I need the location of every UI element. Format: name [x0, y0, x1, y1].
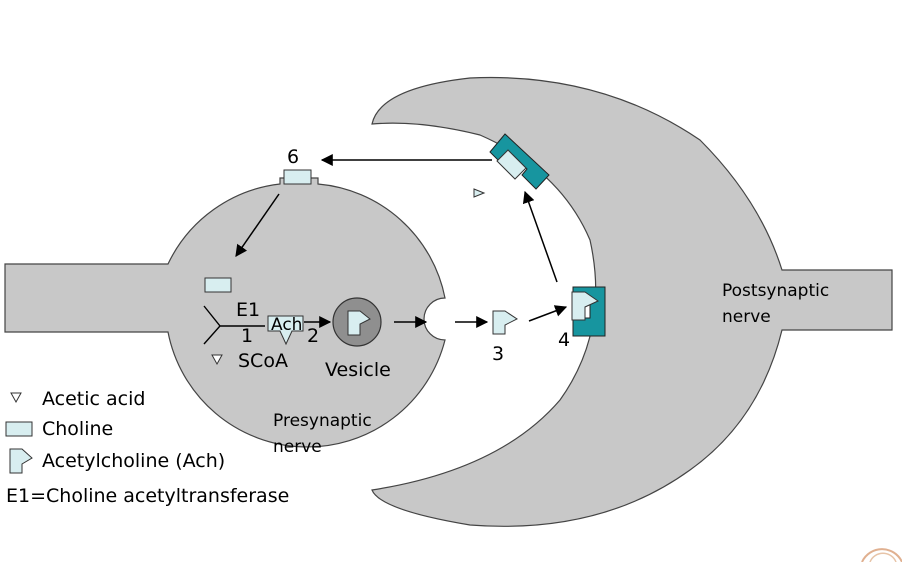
- ach-in-cleft: [492, 310, 518, 335]
- postsynaptic-nerve: [371, 76, 893, 527]
- ach-molecule: [267, 315, 304, 346]
- arrow-to-esterase: [522, 190, 558, 283]
- postsynaptic-label-line2: nerve: [722, 307, 771, 327]
- acetic-acid-marker: [211, 354, 223, 366]
- step-1-label: 1: [241, 325, 253, 347]
- legend-enzyme-definition: E1=Choline acetyltransferase: [6, 485, 289, 507]
- arrow-choline-in: [235, 193, 280, 257]
- ach-label: Ach: [271, 315, 302, 335]
- bound-ach: [571, 291, 600, 321]
- acetic-acid-cleft: [473, 188, 486, 198]
- postsynaptic-label-line1: Postsynaptic: [722, 281, 829, 301]
- legend-acetylcholine-label: Acetylcholine (Ach): [42, 450, 225, 472]
- step-4-label: 4: [558, 329, 570, 351]
- step-3-label: 3: [492, 343, 504, 365]
- legend-choline-label: Choline: [42, 418, 113, 440]
- legend-choline-icon: [5, 421, 33, 437]
- legend: Acetic acid Choline Acetylcholine (Ach) …: [5, 388, 289, 507]
- choline-transporter: [283, 169, 312, 185]
- step-6-label: 6: [287, 146, 299, 168]
- presynaptic-label-line1: Presynaptic: [273, 411, 372, 431]
- scoa-label: SCoA: [238, 350, 288, 372]
- corner-seal-logo: [861, 548, 902, 562]
- vesicle-label: Vesicle: [325, 359, 391, 381]
- legend-acetylcholine-icon: [9, 448, 33, 474]
- step-2-label: 2: [307, 325, 319, 347]
- choline-molecule: [204, 277, 232, 293]
- arrow-to-receptor: [528, 305, 568, 322]
- legend-acetic-acid-icon: [10, 392, 22, 404]
- presynaptic-label-line2: nerve: [273, 437, 322, 457]
- reaction-fork: [203, 305, 265, 345]
- vesicle-ach: [347, 310, 371, 336]
- legend-acetic-acid-label: Acetic acid: [42, 388, 145, 410]
- choline-at-esterase: [496, 149, 527, 180]
- enzyme-label: E1: [236, 299, 260, 321]
